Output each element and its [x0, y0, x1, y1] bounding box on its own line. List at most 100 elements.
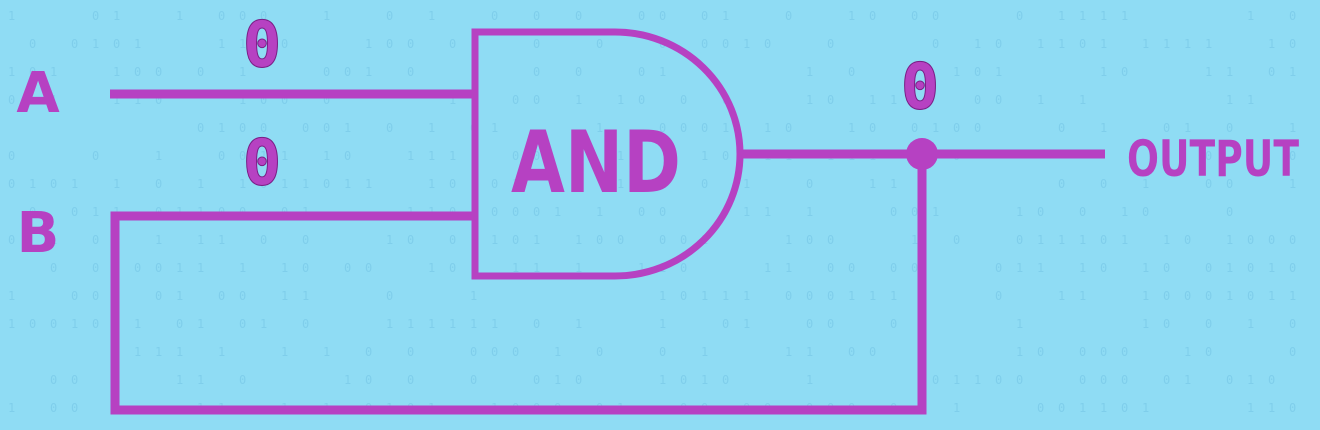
background-digit: 1 [197, 317, 204, 331]
background-digit: 1 [1205, 65, 1212, 79]
background-digit: 0 [491, 205, 498, 219]
background-digit: 0 [449, 177, 456, 191]
background-digit: 1 [659, 373, 666, 387]
background-digit: 1 [218, 37, 225, 51]
background-digit: 0 [407, 65, 414, 79]
input-b-bit-value: 0 [243, 126, 280, 199]
and-gate-body [471, 28, 744, 280]
background-digit: 1 [323, 345, 330, 359]
background-digit: 0 [302, 317, 309, 331]
background-digit: 1 [323, 149, 330, 163]
background-digit: 0 [197, 121, 204, 135]
background-digit: 0 [512, 93, 519, 107]
background-digit: 1 [50, 233, 57, 247]
background-digit: 1 [1247, 9, 1254, 23]
background-digit: 0 [1205, 177, 1212, 191]
background-digit: 1 [470, 317, 477, 331]
background-digit: 0 [323, 177, 330, 191]
background-digit: 1 [701, 373, 708, 387]
background-digit: 1 [575, 233, 582, 247]
background-digit: 0 [659, 9, 666, 23]
background-digit: 0 [1226, 177, 1233, 191]
background-digit: 0 [596, 233, 603, 247]
background-digit: 0 [155, 93, 162, 107]
background-digit: 0 [386, 37, 393, 51]
background-digit: 1 [911, 233, 918, 247]
background-digit: 1 [134, 93, 141, 107]
background-digit: 1 [722, 289, 729, 303]
background-digit: 0 [29, 317, 36, 331]
background-digit: 0 [827, 261, 834, 275]
background-digit: 0 [344, 149, 351, 163]
background-digit: 0 [785, 121, 792, 135]
background-digit: 1 [554, 205, 561, 219]
background-digit: 0 [533, 149, 540, 163]
background-digit: 1 [155, 233, 162, 247]
background-digit: 0 [911, 9, 918, 23]
background-digit: 1 [869, 177, 876, 191]
background-digit: 1 [71, 317, 78, 331]
background-digit: 1 [575, 93, 582, 107]
feedback-loop-wire [110, 154, 927, 415]
background-digit: 0 [323, 121, 330, 135]
background-digit: 1 [281, 289, 288, 303]
background-digit: 0 [638, 205, 645, 219]
background-digit: 1 [449, 93, 456, 107]
background-digit: 0 [218, 149, 225, 163]
background-digit: 0 [29, 205, 36, 219]
background-digit: 0 [71, 205, 78, 219]
background-digit: 1 [1100, 65, 1107, 79]
background-digit: 0 [890, 317, 897, 331]
background-digit: 0 [302, 233, 309, 247]
background-digit: 1 [722, 9, 729, 23]
background-digit: 0 [701, 9, 708, 23]
background-digit: 0 [1037, 205, 1044, 219]
background-digit: 1 [428, 121, 435, 135]
background-digit: 1 [1079, 261, 1086, 275]
background-digit: 1 [1247, 317, 1254, 331]
background-digit: 0 [701, 37, 708, 51]
input-a-label: A [16, 61, 60, 126]
background-digit: 0 [491, 345, 498, 359]
background-digit: 1 [1226, 93, 1233, 107]
background-digit: 1 [50, 93, 57, 107]
background-digit: 1 [176, 373, 183, 387]
background-digit: 1 [659, 177, 666, 191]
background-digit: 0 [869, 121, 876, 135]
background-digit: 0 [827, 37, 834, 51]
background-digit: 0 [470, 345, 477, 359]
background-digit: 1 [1016, 261, 1023, 275]
background-digit: 1 [953, 401, 960, 415]
background-digit: 0 [92, 289, 99, 303]
background-digit: 0 [722, 37, 729, 51]
background-digit: 0 [260, 121, 267, 135]
background-digit: 0 [155, 65, 162, 79]
background-digit: 0 [806, 317, 813, 331]
background-digit: 0 [239, 317, 246, 331]
background-digit: 0 [365, 261, 372, 275]
background-digit: 1 [176, 261, 183, 275]
background-digit: 0 [1205, 149, 1212, 163]
background-digit: 1 [428, 261, 435, 275]
background-digit: 1 [92, 37, 99, 51]
background-digit: 1 [491, 317, 498, 331]
background-digit: 1 [533, 233, 540, 247]
background-digit: 0 [407, 373, 414, 387]
background-digit: 0 [827, 289, 834, 303]
background-digit: 1 [71, 177, 78, 191]
background-digit: 1 [764, 121, 771, 135]
background-digit: 0 [1268, 233, 1275, 247]
background-digit: 0 [1121, 401, 1128, 415]
background-digit: 1 [386, 233, 393, 247]
background-digit: 0 [1163, 149, 1170, 163]
background-digit: 1 [1205, 37, 1212, 51]
background-digit: 0 [932, 373, 939, 387]
background-digit: 0 [449, 233, 456, 247]
background-digit: 0 [512, 149, 519, 163]
background-digit: 1 [1016, 345, 1023, 359]
background-digit: 0 [1184, 233, 1191, 247]
background-digit: 1 [29, 177, 36, 191]
background-digit: 1 [1058, 289, 1065, 303]
background-digit: 0 [974, 121, 981, 135]
